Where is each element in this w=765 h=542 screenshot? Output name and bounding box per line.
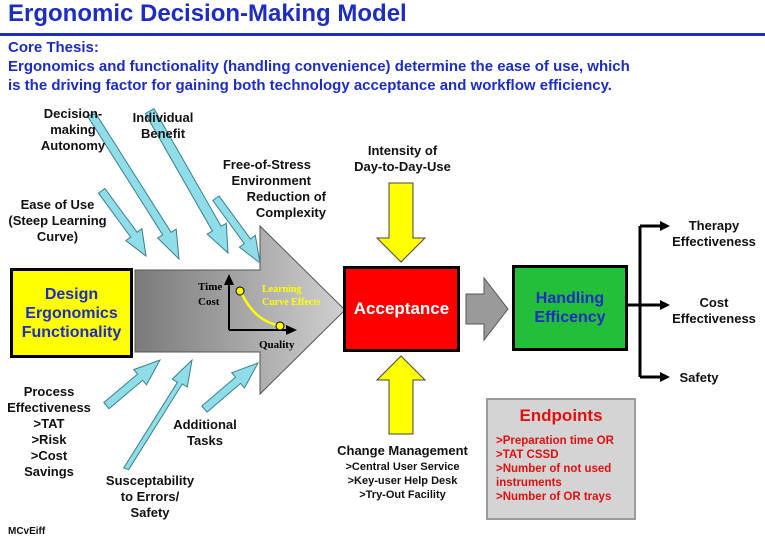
endpoints-list: >Preparation time OR >TAT CSSD >Number o… [496,434,614,504]
change-management-items: >Central User Service >Key-user Help Des… [345,461,460,501]
cyan-arrow-decision-autonomy [86,113,180,261]
curve-y-label-time: Time [198,281,222,293]
core-thesis-line-1: Ergonomics and functionality (handling c… [8,58,630,75]
outcome-therapy-effectiveness: Therapy Effectiveness [672,218,756,249]
curve-effects-label-2: Curve Effects [262,297,321,308]
endpoint-item: >Number of OR trays [496,491,612,503]
endpoint-item: >Preparation time OR [496,435,614,447]
label-process-effectiveness: Process Effectiveness >TAT >Risk >Cost S… [7,384,91,479]
acceptance-box: Acceptance [343,266,460,352]
y-axis-arrowhead [224,274,234,285]
cyan-arrow-additional-tasks [201,362,260,413]
endpoints-title: Endpoints [519,406,603,425]
process-big-arrow [134,224,346,396]
core-thesis-panel: Core Thesis: Ergonomics and functionalit… [0,37,765,100]
core-thesis-heading: Core Thesis: [8,39,99,56]
page-title: Ergonomic Decision-Making Model [8,0,407,27]
label-additional-tasks: Additional Tasks [173,417,237,448]
title-rule [0,33,765,36]
cyan-arrow-process-effectiveness [103,359,162,410]
outcome-branches [628,221,670,382]
outcome-safety: Safety [679,370,719,385]
cyan-arrow-free-of-stress [212,195,261,265]
curve-effects-label-1: Learning [262,284,301,295]
label-reduction-of-complexity: Reduction of Complexity [246,189,326,220]
change-management-title: Change Management [337,443,468,458]
learning-curve-start-point [235,286,245,296]
learning-curve-inset: Time Cost Quality Learning Curve Effects [198,274,321,351]
endpoints-panel: Endpoints >Preparation time OR >TAT CSSD… [486,398,636,520]
label-intensity: Intensity of Day-to-Day-Use [354,143,451,174]
label-free-of-stress: Free-of-Stress Environment [222,157,311,188]
learning-curve-end-point [275,321,285,331]
yellow-arrow-intensity [375,182,427,263]
design-ergonomics-box: Design Ergonomics Functionality [10,268,133,358]
label-susceptability: Susceptability to Errors/ Safety [105,473,195,520]
cyan-arrow-errors-safety [122,358,193,471]
cyan-arrow-individual-benefit [144,108,229,255]
author-credit: MCvEiff [8,526,46,537]
outcome-cost-effectiveness: Cost Effectiveness [672,295,756,326]
endpoint-item: >TAT CSSD [496,449,559,461]
x-axis-arrowhead [286,325,297,335]
label-decision-autonomy: Decision- making Autonomy [40,106,106,153]
grey-arrow-to-handling [465,276,509,342]
label-ease-of-use: Ease of Use (Steep Learning Curve) [8,197,107,244]
label-individual-benefit: Individual Benefit [132,110,194,141]
yellow-arrow-change-management [375,355,427,435]
curve-y-label-cost: Cost [198,296,220,308]
curve-x-label-quality: Quality [259,339,295,351]
handling-efficiency-box: Handling Efficency [512,265,628,351]
cyan-arrow-ease-of-use [97,187,147,258]
endpoint-item: >Number of not used instruments [496,463,612,489]
core-thesis-line-2: is the driving factor for gaining both t… [8,77,612,94]
